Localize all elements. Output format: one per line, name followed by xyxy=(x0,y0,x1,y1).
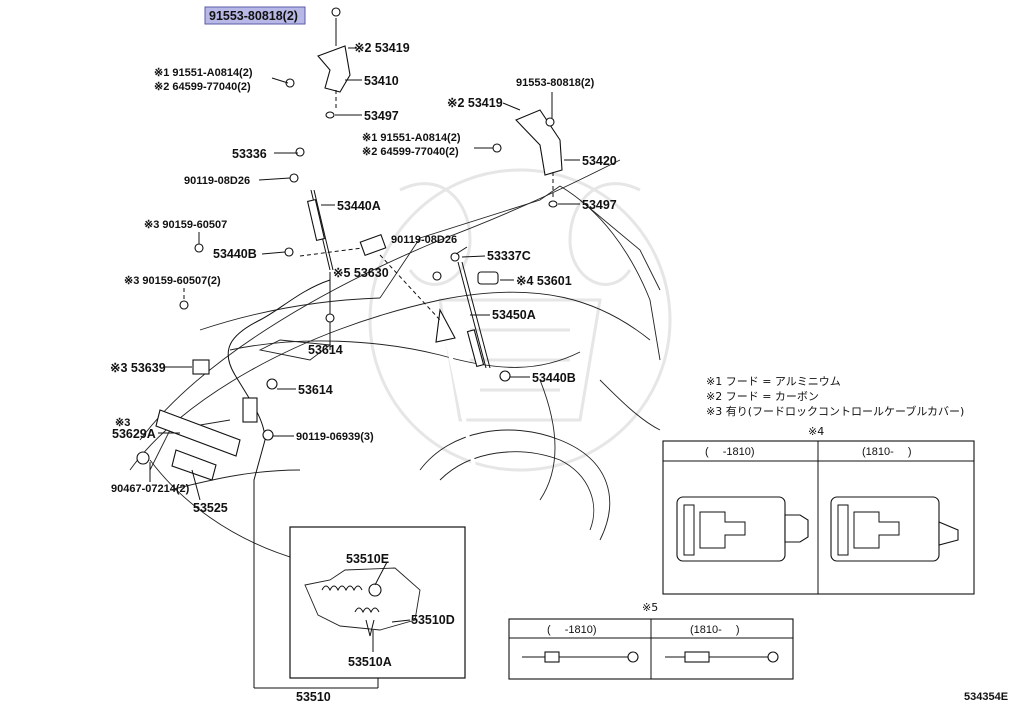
label-90159-60507-2[interactable]: ※3 90159-60507(2) xyxy=(124,275,221,287)
label-91553-80818-right[interactable]: 91553-80818(2) xyxy=(516,77,595,89)
note-3: ※3 有り(フードロックコントロールケーブルカバー) xyxy=(706,404,964,418)
label-53614-lower[interactable]: 53614 xyxy=(298,383,333,397)
label-53450a[interactable]: 53450A xyxy=(492,308,536,322)
detail-4-col2: (1810- ) xyxy=(862,446,912,458)
cable-end-old xyxy=(522,651,639,663)
lock-detail-inset: 53510E 53510D 53510A xyxy=(289,526,466,679)
label-53630[interactable]: ※5 53630 xyxy=(333,266,389,280)
highlight-box xyxy=(204,6,306,25)
label-64599-77040-left[interactable]: ※2 64599-77040(2) xyxy=(154,81,251,93)
label-90119-08d26-right[interactable]: 90119-08D26 xyxy=(391,234,457,246)
label-53336[interactable]: 53336 xyxy=(232,147,267,161)
clips-and-bolts xyxy=(136,147,511,481)
label-53629a[interactable]: 53629A xyxy=(112,427,156,441)
label-53410[interactable]: 53410 xyxy=(364,74,399,88)
label-53497-left[interactable]: 53497 xyxy=(364,109,399,123)
label-53440b-right[interactable]: 53440B xyxy=(532,371,576,385)
detail-4-title: ※4 xyxy=(808,425,824,438)
part-labels: 91553-80818(2) ※2 53419 ※1 91551-A0814(2… xyxy=(110,9,617,704)
label-53440a[interactable]: 53440A xyxy=(337,199,381,213)
label-53614-upper[interactable]: 53614 xyxy=(308,343,343,357)
label-90119-06939[interactable]: 90119-06939(3) xyxy=(296,431,374,443)
notes: ※1 フード = アルミニウム ※2 フード = カーボン ※3 有り(フードロ… xyxy=(706,375,964,418)
hinge-right xyxy=(492,109,563,208)
watermark xyxy=(368,168,672,472)
label-note3-mark: ※3 xyxy=(115,417,130,429)
label-90159-60507[interactable]: ※3 90159-60507 xyxy=(144,219,227,231)
note-1: ※1 フード = アルミニウム xyxy=(706,375,841,388)
label-53525[interactable]: 53525 xyxy=(193,501,228,515)
label-64599-77040-right[interactable]: ※2 64599-77040(2) xyxy=(362,146,459,158)
detail-4: ※4 ( -1810) (1810- ) xyxy=(662,425,975,595)
label-53337c[interactable]: 53337C xyxy=(487,249,531,263)
lock-arrow xyxy=(435,308,507,613)
detail-4-col1: ( -1810) xyxy=(705,446,755,458)
label-53510a[interactable]: 53510A xyxy=(348,655,392,669)
label-91551-a0814-left[interactable]: ※1 91551-A0814(2) xyxy=(154,67,253,79)
hood-strut-left xyxy=(306,189,334,271)
label-53497-right[interactable]: 53497 xyxy=(582,198,617,212)
label-91551-a0814-right[interactable]: ※1 91551-A0814(2) xyxy=(362,132,461,144)
label-53510e[interactable]: 53510E xyxy=(346,552,389,566)
note-2: ※2 フード = カーボン xyxy=(706,390,819,403)
diagram-code: 534354E xyxy=(964,691,1008,703)
leader-lines xyxy=(149,18,580,689)
label-53639[interactable]: ※3 53639 xyxy=(110,361,166,375)
label-90119-08d26-left[interactable]: 90119-08D26 xyxy=(184,175,250,187)
label-53420[interactable]: 53420 xyxy=(582,154,617,168)
label-53601[interactable]: ※4 53601 xyxy=(516,274,572,288)
detail-5-title: ※5 xyxy=(642,601,658,614)
cable-end-new xyxy=(665,651,779,663)
detail-5-col1: ( -1810) xyxy=(547,624,597,636)
detail-5-col2: (1810- ) xyxy=(690,624,740,636)
label-53419-right[interactable]: ※2 53419 xyxy=(447,96,503,110)
detail-5: ※5 ( -1810) (1810- ) xyxy=(508,601,794,680)
label-53419-left[interactable]: ※2 53419 xyxy=(354,41,410,55)
label-91553-80818-left[interactable]: 91553-80818(2) xyxy=(209,9,298,23)
connector-new xyxy=(830,496,959,562)
label-53510d[interactable]: 53510D xyxy=(411,613,455,627)
label-90467-07214[interactable]: 90467-07214(2) xyxy=(111,483,190,495)
label-53510[interactable]: 53510 xyxy=(296,690,331,704)
label-53440b-left[interactable]: 53440B xyxy=(213,247,257,261)
connector-old xyxy=(676,496,809,562)
hood-release-cable xyxy=(227,279,331,560)
hinge-left xyxy=(285,7,351,119)
